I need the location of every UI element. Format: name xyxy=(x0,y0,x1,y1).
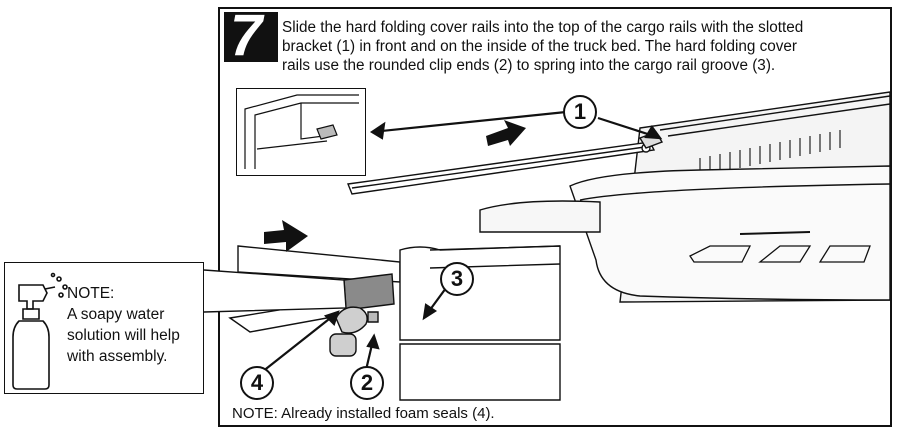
truck-bed-drawing xyxy=(569,91,891,303)
step-number: 7 xyxy=(230,3,263,68)
note-line: with assembly. xyxy=(67,348,168,365)
inset-detail-frame xyxy=(236,88,366,176)
note-title: NOTE: xyxy=(67,285,115,302)
leader-lines xyxy=(261,110,663,373)
note-text: NOTE: A soapy water solution will help w… xyxy=(67,283,180,367)
bottom-note: NOTE: Already installed foam seals (4). xyxy=(232,405,495,422)
note-line: A soapy water xyxy=(67,306,165,323)
instruction-line: Slide the hard folding cover rails into … xyxy=(282,19,804,36)
note-box: NOTE: A soapy water solution will help w… xyxy=(4,262,204,394)
step-badge-bg xyxy=(224,12,278,62)
callout-1: 1 xyxy=(563,95,597,129)
callout-2: 2 xyxy=(350,366,384,400)
callout-4: 4 xyxy=(240,366,274,400)
zoom-wedge xyxy=(203,269,347,313)
arrow-right-icon xyxy=(264,220,308,252)
note-line: solution will help xyxy=(67,327,180,344)
callout-3: 3 xyxy=(440,262,474,296)
instruction-line: bracket (1) in front and on the inside o… xyxy=(282,38,798,55)
rail-assembly-drawing xyxy=(228,200,601,401)
arrow-right-icon xyxy=(486,120,526,146)
spray-bottle-icon xyxy=(12,272,68,390)
instruction-text: Slide the hard folding cover rails into … xyxy=(282,18,882,75)
bracket-detail-drawing xyxy=(244,94,359,169)
instruction-line: rails use the rounded clip ends (2) to s… xyxy=(282,57,776,74)
